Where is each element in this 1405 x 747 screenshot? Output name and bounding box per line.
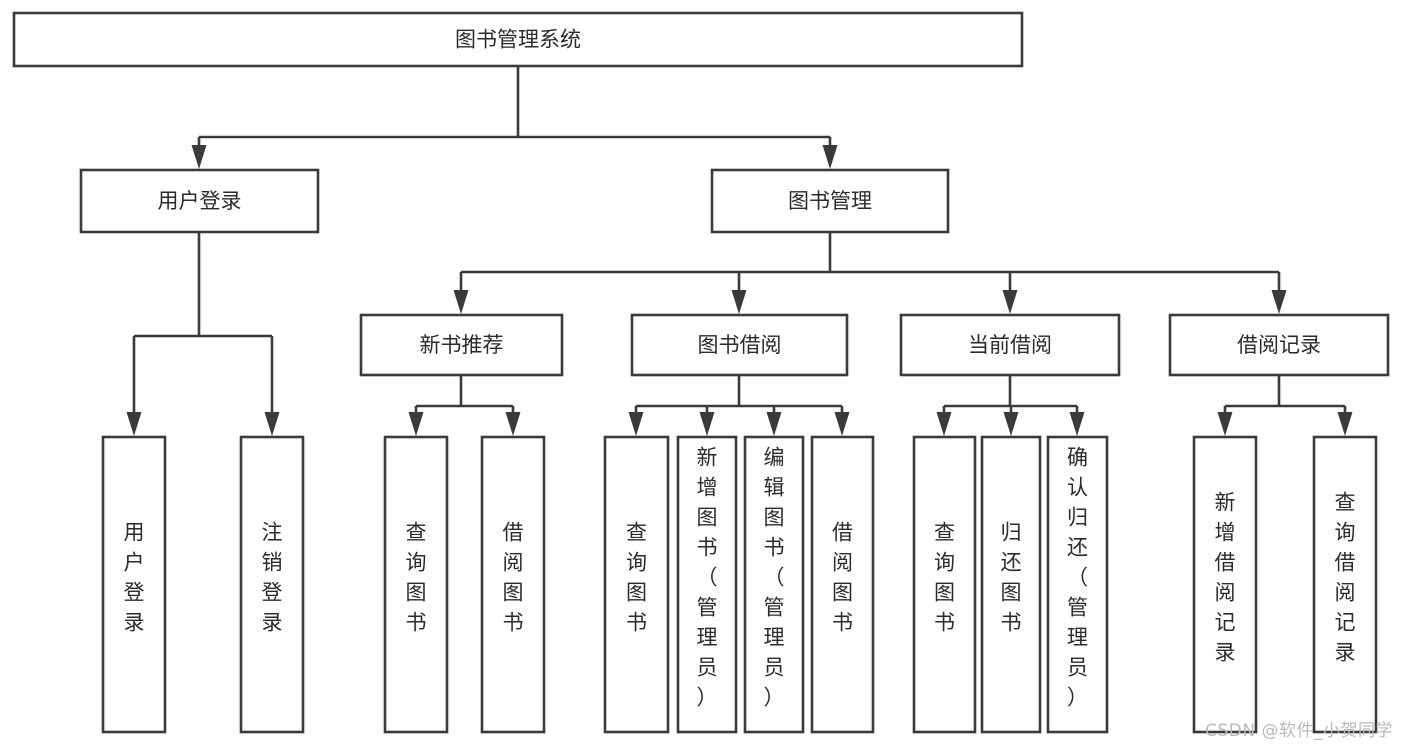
- node-leaf-query-book-borrow[interactable]: 查询图书: [603, 435, 670, 734]
- node-label: 用户登录: [124, 521, 145, 635]
- node-leaf-edit-book[interactable]: 编辑图书（管理员）: [743, 435, 805, 734]
- node-label: 借阅图书: [832, 521, 853, 635]
- node-borrow-record[interactable]: 借阅记录: [1168, 313, 1390, 377]
- node-label: 图书管理系统: [455, 28, 581, 52]
- csdn-watermark: CSDN @软件_小贺同学: [1205, 721, 1393, 741]
- node-leaf-add-record[interactable]: 新增借阅记录: [1192, 435, 1258, 734]
- node-label: 注销登录: [262, 521, 283, 635]
- node-label: 查询图书: [934, 521, 955, 635]
- node-label: 归还图书: [1001, 521, 1022, 635]
- node-leaf-query-book-cur[interactable]: 查询图书: [912, 435, 977, 734]
- node-leaf-user-login[interactable]: 用户登录: [101, 435, 167, 734]
- connector-group: [191, 66, 838, 169]
- node-label: 借阅图书: [503, 521, 524, 635]
- node-layer: 图书管理系统用户登录图书管理新书推荐图书借阅当前借阅借阅记录用户登录注销登录查询…: [12, 11, 1390, 734]
- node-label: 确认归还（管理员）: [1067, 446, 1088, 710]
- node-leaf-query-book-rec[interactable]: 查询图书: [383, 435, 449, 734]
- node-label: 查询借阅记录: [1335, 491, 1356, 665]
- node-label: 当前借阅: [968, 333, 1052, 357]
- node-leaf-logout[interactable]: 注销登录: [239, 435, 305, 734]
- connector-group: [453, 232, 1287, 314]
- node-leaf-query-record[interactable]: 查询借阅记录: [1312, 435, 1378, 734]
- node-leaf-borrow-book[interactable]: 借阅图书: [810, 435, 875, 734]
- node-label: 新增图书（管理员）: [697, 446, 718, 710]
- connector-group: [936, 375, 1085, 436]
- node-root[interactable]: 图书管理系统: [12, 11, 1024, 68]
- node-label: 用户登录: [158, 189, 242, 213]
- node-user-login[interactable]: 用户登录: [79, 168, 320, 234]
- connector-group: [408, 375, 521, 436]
- node-current-borrow[interactable]: 当前借阅: [899, 313, 1121, 377]
- node-label: 图书借阅: [698, 333, 782, 357]
- node-label: 新书推荐: [420, 333, 504, 357]
- node-label: 图书管理: [788, 189, 872, 213]
- node-book-manage[interactable]: 图书管理: [710, 168, 950, 234]
- node-leaf-return-book[interactable]: 归还图书: [980, 435, 1042, 734]
- node-label: 借阅记录: [1237, 333, 1321, 357]
- node-label: 新增借阅记录: [1215, 491, 1236, 665]
- node-book-borrow[interactable]: 图书借阅: [630, 313, 849, 377]
- node-label: 查询图书: [406, 521, 427, 635]
- node-new-book-rec[interactable]: 新书推荐: [359, 313, 564, 377]
- connector-layer: [126, 66, 1353, 436]
- node-leaf-add-book[interactable]: 新增图书（管理员）: [676, 435, 738, 734]
- node-label: 查询图书: [626, 521, 647, 635]
- node-leaf-borrow-book-rec[interactable]: 借阅图书: [480, 435, 546, 734]
- node-leaf-confirm-return[interactable]: 确认归还（管理员）: [1046, 435, 1109, 734]
- node-label: 编辑图书（管理员）: [764, 446, 785, 710]
- connector-group: [126, 232, 280, 436]
- connector-group: [628, 375, 850, 436]
- connector-group: [1217, 375, 1353, 436]
